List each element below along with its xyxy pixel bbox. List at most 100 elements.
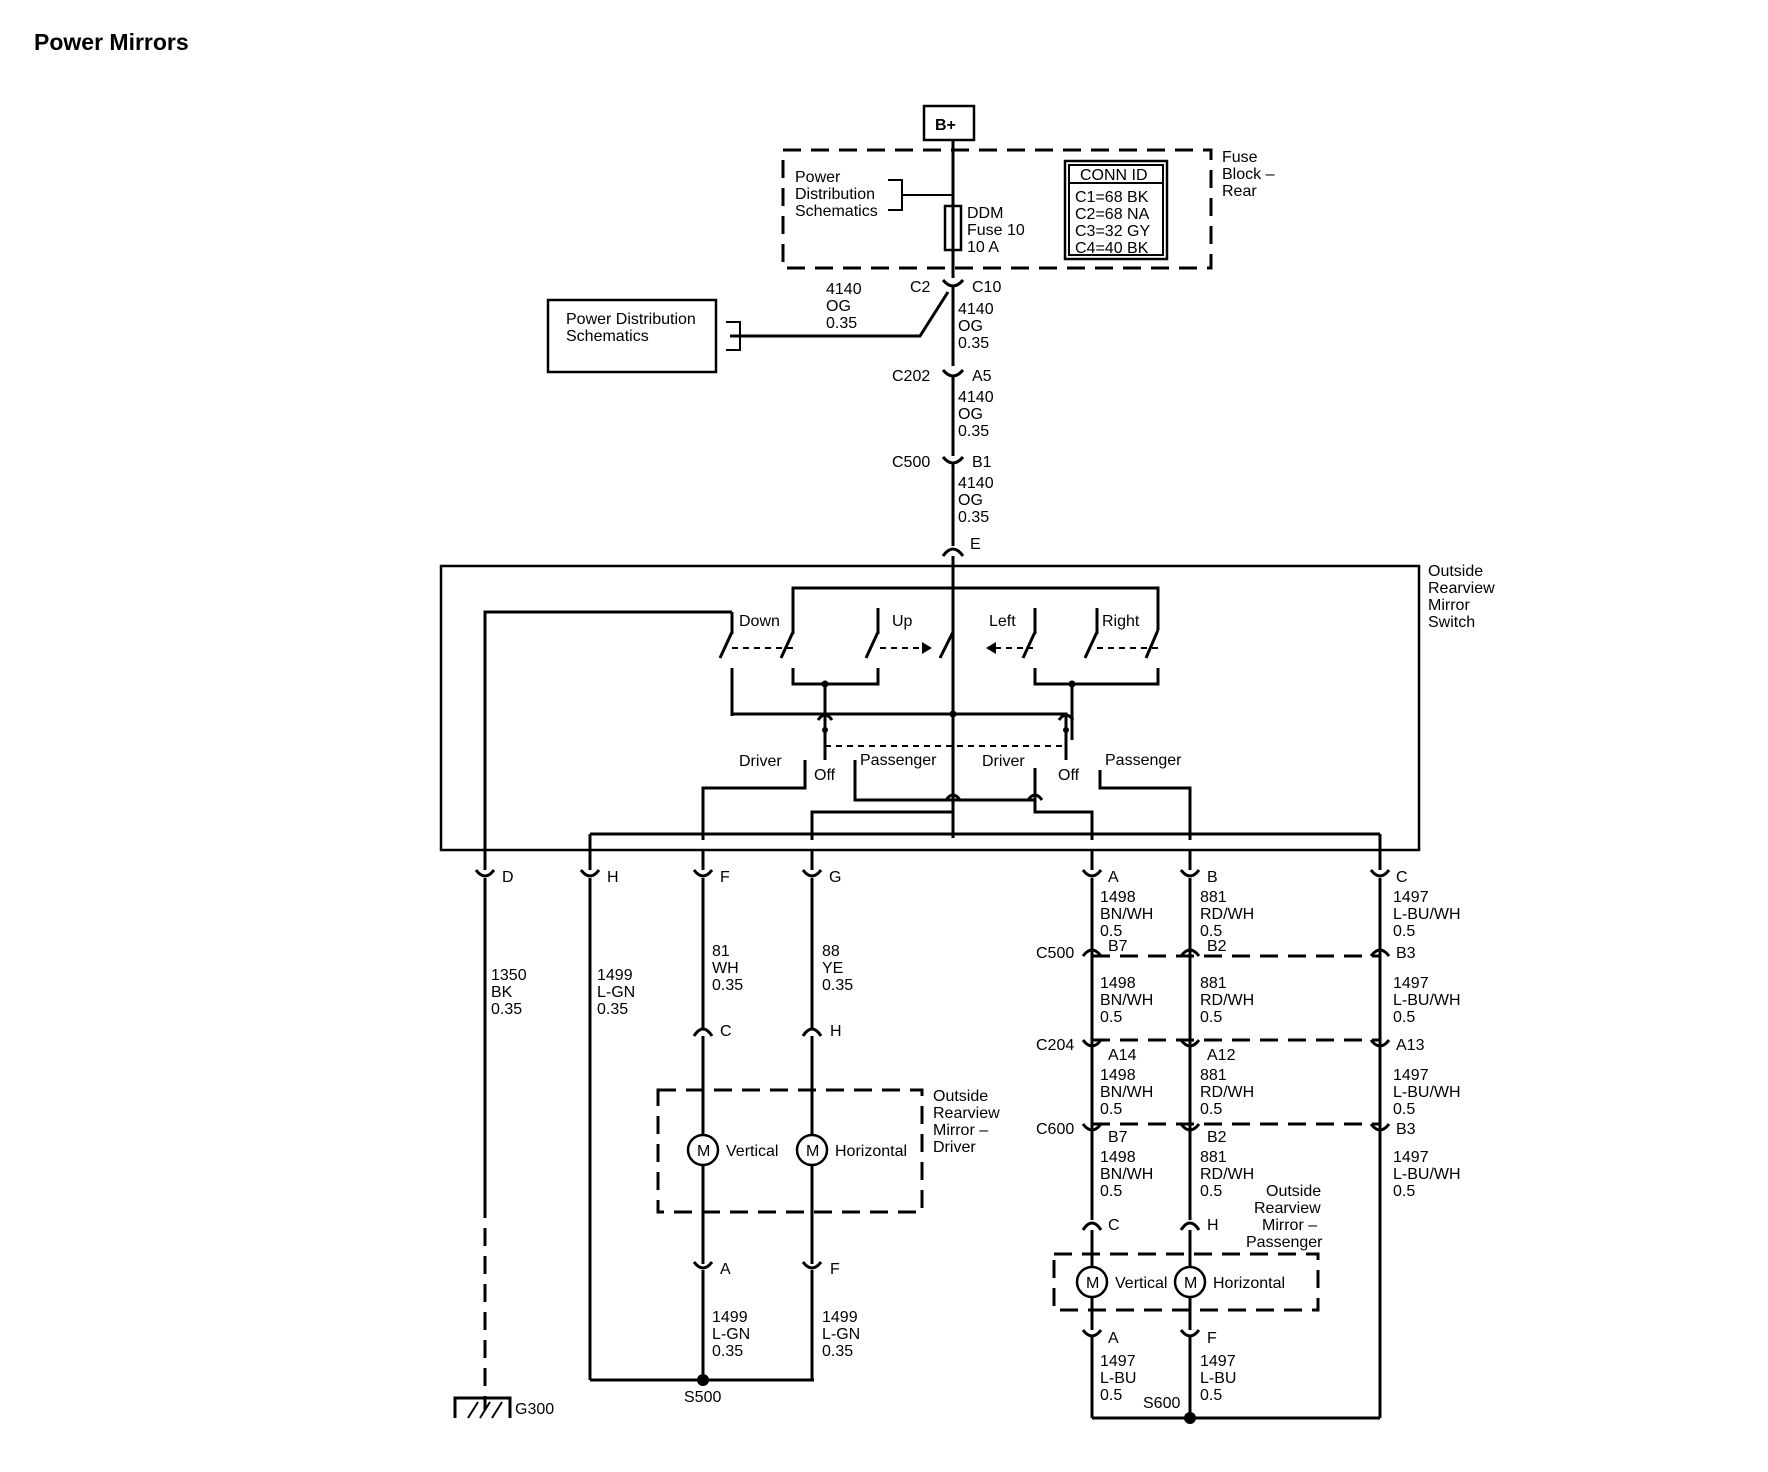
splice-s600: S600	[1143, 1395, 1180, 1412]
w881-1a: 881	[1200, 889, 1227, 906]
drv-motor-h-m: M	[806, 1143, 819, 1160]
w1350-1: 1350	[491, 967, 527, 984]
w4140-left-3: 0.35	[826, 315, 857, 332]
conn-pas-h: H	[1207, 1217, 1219, 1234]
ground-label: G300	[515, 1401, 554, 1418]
w1497-4b: L-BU/WH	[1393, 1166, 1461, 1183]
w1499h-1: 1499	[597, 967, 633, 984]
w881-1b: RD/WH	[1200, 906, 1254, 923]
w1499a-2: L-GN	[712, 1326, 750, 1343]
pds-outside-bracket	[726, 321, 741, 351]
w1497-3b: L-BU/WH	[1393, 1084, 1461, 1101]
conn-b7-b: B7	[1108, 1129, 1128, 1146]
w1499a-1: 1499	[712, 1309, 748, 1326]
w4140-3c: 0.35	[958, 509, 989, 526]
w1497-1b: L-BU/WH	[1393, 906, 1461, 923]
conn-b1: B1	[972, 454, 992, 471]
conn-drv-f: F	[830, 1261, 840, 1278]
fuse-label-2: Fuse 10	[967, 222, 1025, 239]
drv-vertical-label: Vertical	[726, 1143, 778, 1160]
drv-mirror-label-4: Driver	[933, 1139, 976, 1156]
w881-4a: 881	[1200, 1149, 1227, 1166]
w881-3c: 0.5	[1200, 1101, 1222, 1118]
battery-label: B+	[935, 117, 956, 134]
pas-mirror-label-2: Rearview	[1254, 1200, 1321, 1217]
switch-up-label: Up	[892, 613, 913, 630]
w1350-3: 0.35	[491, 1001, 522, 1018]
passenger-horizontal-motor-icon	[1173, 1265, 1207, 1299]
w1497f-2: L-BU	[1200, 1370, 1236, 1387]
w881-2a: 881	[1200, 975, 1227, 992]
w1497a-3: 0.5	[1100, 1387, 1122, 1404]
ground-symbol	[453, 1396, 512, 1419]
fuse-block-label-2: Block –	[1222, 166, 1275, 183]
conn-a5: A5	[972, 368, 992, 385]
w88-1: 88	[822, 943, 840, 960]
switch-right-label: Right	[1102, 613, 1140, 630]
mirror-switch-box	[439, 564, 1421, 852]
conn-id-row: C4=40 BK	[1075, 240, 1149, 257]
conn-b2: B2	[1207, 938, 1227, 955]
w81-3: 0.35	[712, 977, 743, 994]
conn-drv-h: H	[830, 1023, 842, 1040]
w1497f-3: 0.5	[1200, 1387, 1222, 1404]
drv-mirror-label-1: Outside	[933, 1088, 988, 1105]
w1498-1a: 1498	[1100, 889, 1136, 906]
w1498-3a: 1498	[1100, 1067, 1136, 1084]
w881-3b: RD/WH	[1200, 1084, 1254, 1101]
w881-4c: 0.5	[1200, 1183, 1222, 1200]
w1497a-1: 1497	[1100, 1353, 1136, 1370]
conn-b7: B7	[1108, 938, 1128, 955]
w81-1: 81	[712, 943, 730, 960]
switch-passenger-1: Passenger	[860, 752, 937, 769]
conn-pas-a: A	[1108, 1330, 1119, 1347]
splice-s500: S500	[684, 1389, 721, 1406]
conn-c: C	[1396, 869, 1408, 886]
w881-4b: RD/WH	[1200, 1166, 1254, 1183]
drv-horizontal-label: Horizontal	[835, 1143, 907, 1160]
w881-2b: RD/WH	[1200, 992, 1254, 1009]
battery-box	[922, 104, 976, 142]
drv-motor-v-m: M	[697, 1143, 710, 1160]
driver-horizontal-motor-icon	[795, 1133, 829, 1167]
w1497a-2: L-BU	[1100, 1370, 1136, 1387]
w4140-2a: 4140	[958, 389, 994, 406]
pas-mirror-label-1: Outside	[1266, 1183, 1321, 1200]
switch-off-1: Off	[814, 767, 836, 784]
w1497-4c: 0.5	[1393, 1183, 1415, 1200]
pds-inside-bracket	[888, 179, 953, 211]
w1497-4a: 1497	[1393, 1149, 1429, 1166]
switch-internals	[483, 556, 1382, 860]
pds-inside-1: Power	[795, 169, 841, 186]
pas-motor-v-m: M	[1086, 1275, 1099, 1292]
w1499h-2: L-GN	[597, 984, 635, 1001]
conn-b2-b: B2	[1207, 1129, 1227, 1146]
w1498-2a: 1498	[1100, 975, 1136, 992]
conn-f: F	[720, 869, 730, 886]
w4140-3a: 4140	[958, 475, 994, 492]
w88-2: YE	[822, 960, 843, 977]
w1498-3c: 0.5	[1100, 1101, 1122, 1118]
w1499h-3: 0.35	[597, 1001, 628, 1018]
conn-b3-b: B3	[1396, 1121, 1416, 1138]
conn-id-table: CONN ID C1=68 BK C2=68 NA C3=32 GY C4=40…	[1063, 159, 1169, 261]
switch-label-3: Mirror	[1428, 597, 1470, 614]
conn-pas-c: C	[1108, 1217, 1120, 1234]
conn-c10: C10	[972, 279, 1001, 296]
conn-drv-c: C	[720, 1023, 732, 1040]
conn-h: H	[607, 869, 619, 886]
switch-driver-1: Driver	[739, 753, 782, 770]
conn-c2: C2	[910, 279, 931, 296]
conn-a13: A13	[1396, 1037, 1425, 1054]
fuse-block-label-3: Rear	[1222, 183, 1257, 200]
w1498-4c: 0.5	[1100, 1183, 1122, 1200]
switch-label-2: Rearview	[1428, 580, 1495, 597]
drv-mirror-label-2: Rearview	[933, 1105, 1000, 1122]
conn-g: G	[829, 869, 841, 886]
w4140-left-2: OG	[826, 298, 851, 315]
switch-output-connectors	[474, 850, 1391, 878]
conn-c500-b: C500	[1036, 945, 1074, 962]
w1497-2b: L-BU/WH	[1393, 992, 1461, 1009]
w1498-4a: 1498	[1100, 1149, 1136, 1166]
